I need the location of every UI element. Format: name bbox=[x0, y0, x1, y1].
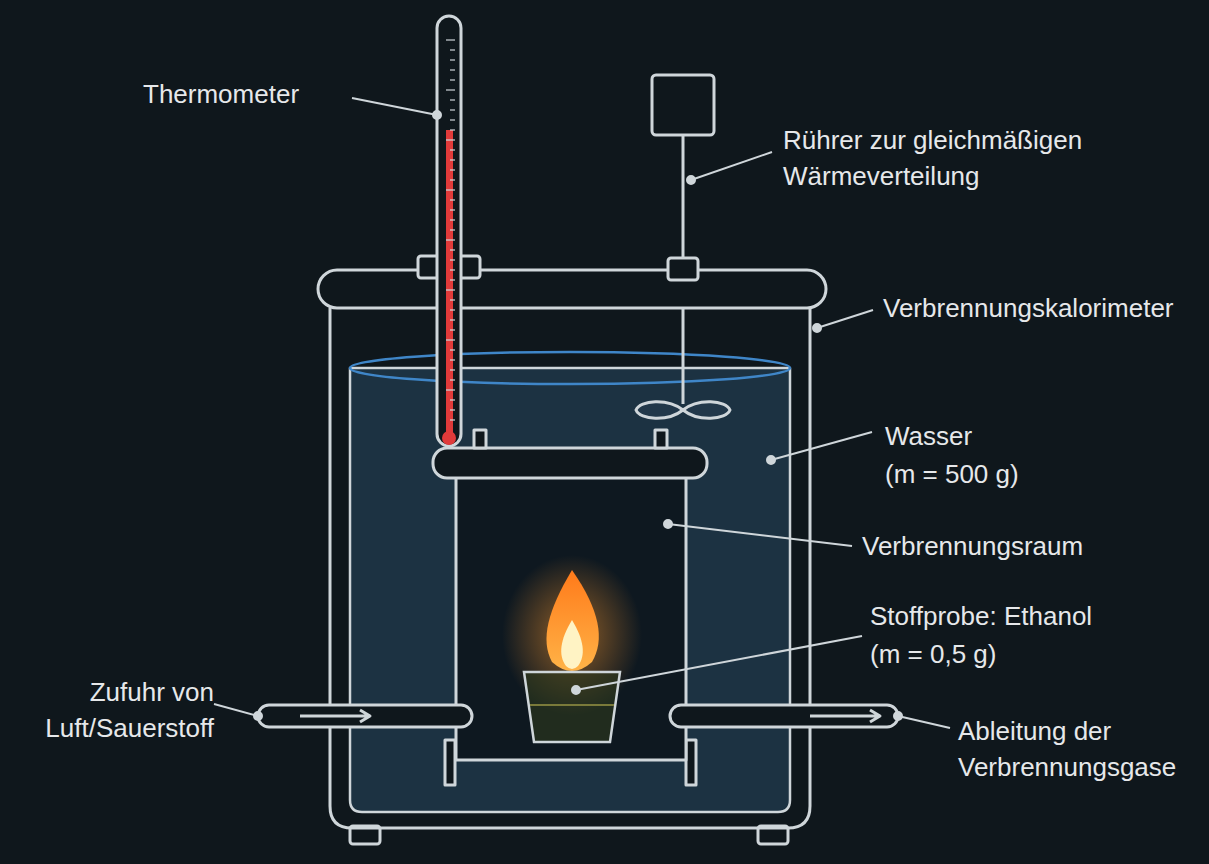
lid bbox=[318, 270, 826, 308]
scale-tick bbox=[450, 299, 455, 300]
outlet-arrow bbox=[810, 710, 880, 722]
scale-tick bbox=[450, 109, 455, 110]
nub bbox=[474, 430, 486, 448]
stirrer-shaft bbox=[682, 135, 685, 258]
part-label: Verbrennungskalorimeter bbox=[883, 290, 1203, 326]
scale-tick bbox=[450, 409, 455, 410]
scale-tick bbox=[450, 149, 455, 150]
scale-tick bbox=[446, 339, 455, 340]
scale-tick bbox=[450, 379, 455, 380]
part-label: Rührer zur gleichmäßigen Wärmeverteilung bbox=[783, 122, 1153, 194]
part-label: Verbrennungsraum bbox=[862, 528, 1162, 564]
scale-tick bbox=[450, 129, 455, 130]
scale-tick bbox=[450, 359, 455, 360]
scale-tick bbox=[450, 179, 455, 180]
scale-tick bbox=[450, 59, 455, 60]
scale-tick bbox=[450, 209, 455, 210]
scale-tick bbox=[450, 79, 455, 80]
chamber-foot bbox=[445, 740, 455, 785]
nub bbox=[655, 430, 667, 448]
flame bbox=[546, 570, 598, 671]
scale-tick bbox=[446, 239, 455, 240]
scale-tick bbox=[450, 329, 455, 330]
stirrer-motor bbox=[652, 75, 714, 135]
part-label: Thermometer bbox=[143, 76, 353, 112]
scale-tick bbox=[446, 39, 455, 40]
scale-tick bbox=[450, 169, 455, 170]
water-surface bbox=[350, 352, 790, 384]
scale-tick bbox=[450, 159, 455, 160]
inlet-arrow bbox=[300, 710, 370, 722]
sample-cup bbox=[524, 672, 620, 742]
scale-tick bbox=[450, 99, 455, 100]
scale-tick bbox=[450, 119, 455, 120]
scale-tick bbox=[450, 259, 455, 260]
scale-tick bbox=[450, 319, 455, 320]
thermometer-bulb bbox=[442, 431, 456, 445]
scale-tick bbox=[450, 269, 455, 270]
inlet-pipe bbox=[258, 705, 472, 727]
stirrer-bearing bbox=[668, 258, 698, 280]
chamber-lid bbox=[433, 448, 707, 478]
combustion-chamber bbox=[456, 478, 686, 760]
thermometer-tube bbox=[437, 16, 461, 446]
scale-tick bbox=[450, 69, 455, 70]
stirrer-shaft bbox=[682, 308, 685, 404]
scale-tick bbox=[446, 139, 455, 140]
scale-tick bbox=[450, 399, 455, 400]
scale-tick bbox=[450, 249, 455, 250]
scale-tick bbox=[450, 309, 455, 310]
part-label: Ableitung der Verbrennungsgase bbox=[958, 713, 1203, 785]
outlet-pipe bbox=[670, 705, 898, 727]
thermometer-column bbox=[446, 130, 453, 440]
propeller bbox=[636, 402, 730, 419]
thermometer-scale bbox=[446, 40, 455, 420]
scale-tick bbox=[450, 419, 455, 420]
flame-core bbox=[561, 620, 583, 669]
scale-tick bbox=[450, 49, 455, 50]
scale-tick bbox=[450, 219, 455, 220]
scale-tick bbox=[450, 279, 455, 280]
scale-tick bbox=[450, 369, 455, 370]
scale-tick bbox=[446, 389, 455, 390]
part-label: Zufuhr von Luft/Sauerstoff bbox=[14, 674, 214, 746]
scale-tick bbox=[446, 189, 455, 190]
scale-tick bbox=[450, 349, 455, 350]
scale-tick bbox=[450, 229, 455, 230]
flame-glow bbox=[502, 555, 642, 715]
part-label: Stoffprobe: Ethanol bbox=[870, 598, 1170, 634]
scale-tick bbox=[446, 289, 455, 290]
scale-tick bbox=[450, 199, 455, 200]
quantity-label: (m = 500 g) bbox=[885, 456, 1085, 492]
scale-tick bbox=[446, 89, 455, 90]
quantity-label: (m = 0,5 g) bbox=[870, 636, 1170, 672]
water bbox=[350, 368, 790, 812]
leader-lines bbox=[214, 98, 950, 728]
part-label: Wasser bbox=[885, 418, 1085, 454]
ethanol-level bbox=[530, 704, 614, 706]
outer-vessel bbox=[330, 308, 810, 828]
